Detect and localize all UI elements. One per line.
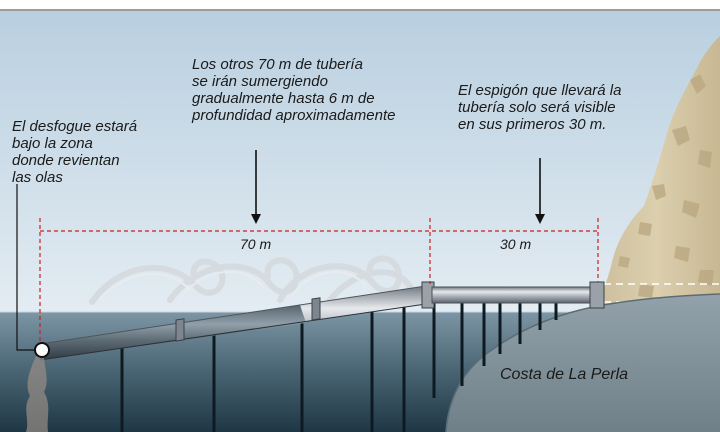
annotation-submerged-pipe: Los otros 70 m de tubería se irán sumerg… bbox=[192, 56, 396, 124]
breaking-waves bbox=[89, 255, 415, 305]
support-piles bbox=[120, 302, 558, 432]
annotation-outfall: El desfogue estará bajo la zona donde re… bbox=[12, 118, 138, 186]
arrow-down-icon bbox=[535, 158, 545, 224]
pipe-bottom-edge bbox=[39, 303, 427, 361]
pipe-top-edge bbox=[39, 285, 427, 345]
pipe-flange-end bbox=[589, 281, 605, 309]
dimension-label-30m: 30 m bbox=[500, 236, 532, 252]
pipe-horizontal bbox=[431, 286, 593, 304]
outfall-leader-line bbox=[16, 184, 34, 351]
pipe-joints bbox=[175, 297, 321, 342]
arrow-down-icon bbox=[251, 150, 261, 224]
pipe-outlet-icon bbox=[26, 342, 50, 432]
cliff bbox=[592, 36, 720, 312]
place-label: Costa de La Perla bbox=[500, 366, 629, 383]
cliff-texture bbox=[618, 74, 714, 298]
seabed bbox=[446, 294, 720, 432]
annotation-breakwater: El espigón que llevará la tubería solo s… bbox=[458, 82, 622, 133]
pipe-sloped-submerged bbox=[40, 305, 306, 360]
wave-highlights bbox=[99, 270, 367, 301]
seabed-edge bbox=[445, 293, 720, 432]
dimension-lines bbox=[39, 218, 599, 344]
sky bbox=[0, 11, 720, 312]
dimension-label-70m: 70 m bbox=[240, 236, 272, 252]
